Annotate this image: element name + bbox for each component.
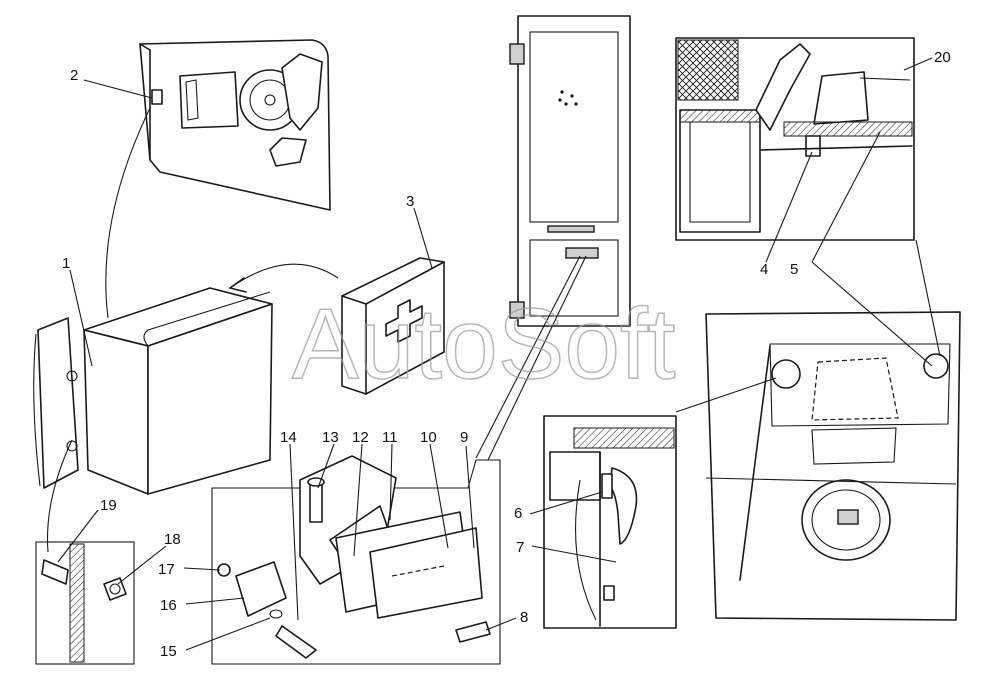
- callout-17: 17: [158, 561, 175, 578]
- first-aid-box-holder: [33, 287, 273, 495]
- callout-3: 3: [406, 193, 414, 210]
- cab-interior-view: [705, 311, 961, 621]
- leader-box-to-door: [105, 107, 151, 319]
- callout-18: 18: [164, 531, 181, 548]
- callout-19: 19: [100, 497, 117, 514]
- callout-6: 6: [514, 505, 522, 522]
- bolt-nut-detail: [35, 541, 135, 665]
- leader-lock-to-detail: [475, 255, 581, 459]
- callout-8: 8: [520, 609, 528, 626]
- callout-11: 11: [382, 429, 398, 446]
- callout-12: 12: [352, 429, 369, 446]
- leader-hook-detail: [675, 377, 777, 413]
- callout-9: 9: [460, 429, 468, 446]
- callout-4: 4: [760, 261, 768, 278]
- arrow-kit-to-box: [229, 263, 339, 289]
- door-front-view: [509, 15, 631, 327]
- callout-5: 5: [790, 261, 798, 278]
- callout-15: 15: [160, 643, 177, 660]
- callout-16: 16: [160, 597, 177, 614]
- callout-leaders: [57, 57, 933, 651]
- callout-10: 10: [420, 429, 437, 446]
- leader-bolt-detail: [46, 439, 73, 553]
- callout-13: 13: [322, 429, 339, 446]
- first-aid-kit: [341, 257, 445, 395]
- callout-14: 14: [280, 429, 297, 446]
- watermark: AutoSoft: [292, 288, 676, 400]
- callout-7: 7: [516, 539, 524, 556]
- cab-door-panel: [139, 39, 331, 211]
- callout-20: 20: [934, 49, 951, 66]
- lock-parts-detail: [211, 455, 501, 665]
- hook-section-detail: [543, 415, 677, 629]
- callout-1: 1: [62, 255, 70, 272]
- callout-2: 2: [70, 67, 78, 84]
- section-detail-top-right: [675, 37, 915, 241]
